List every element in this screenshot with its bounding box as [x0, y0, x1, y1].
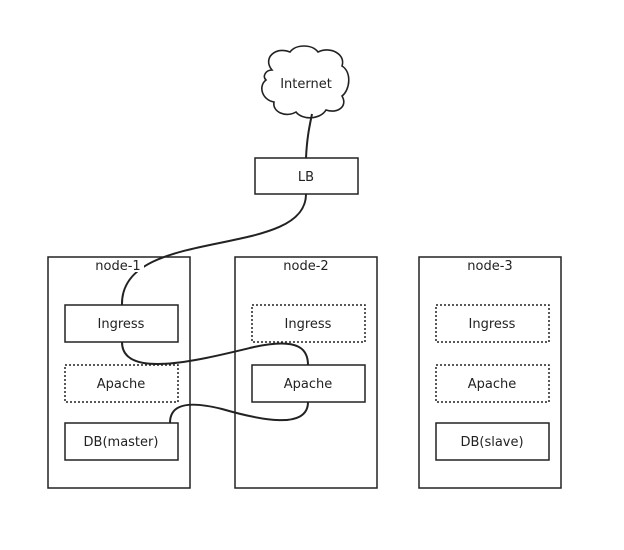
node-2-ingress-label: Ingress — [285, 317, 332, 332]
node-3-ingress-box — [435, 304, 550, 343]
lb-box — [254, 157, 359, 195]
node-2-label: node-2 — [283, 259, 328, 274]
node-3-apache-box — [435, 364, 550, 403]
node-1-ingress-label: Ingress — [98, 317, 145, 332]
internet-cloud: Internet — [261, 45, 350, 119]
node-1-label: node-1 — [95, 259, 140, 274]
wire-apache-to-db — [169, 401, 309, 424]
wire-ingress-to-apache — [121, 341, 309, 366]
node-3-frame — [418, 256, 562, 489]
node-1-apache-label: Apache — [97, 377, 146, 392]
wire-internet-to-lb — [305, 113, 313, 159]
node-3-db-label: DB(slave) — [460, 435, 523, 450]
node-3-container: node-3 Ingress Apache DB(slave) — [418, 256, 562, 489]
node-1-label-bg — [92, 258, 144, 272]
node-1-ingress-box — [64, 304, 179, 343]
node-1-container: node-1 Ingress Apache DB(master) — [47, 256, 191, 489]
node-1-db-label: DB(master) — [84, 435, 159, 450]
node-2-container: node-2 Ingress Apache — [234, 256, 378, 489]
node-3-ingress-label: Ingress — [469, 317, 516, 332]
node-3-db-box — [435, 422, 550, 461]
node-1-apache-box — [64, 364, 179, 403]
node-3-apache-label: Apache — [468, 377, 517, 392]
node-2-frame — [234, 256, 378, 489]
node-3-label: node-3 — [467, 259, 512, 274]
node-1-db-box — [64, 422, 179, 461]
internet-label: Internet — [280, 77, 332, 92]
node-2-apache-box — [251, 364, 366, 403]
wire-lb-to-ingress — [120, 193, 307, 306]
node-1-frame — [47, 256, 191, 489]
cloud-icon — [261, 45, 350, 119]
node-2-apache-label: Apache — [284, 377, 333, 392]
load-balancer: LB — [254, 157, 359, 195]
lb-label: LB — [298, 170, 314, 185]
node-2-ingress-box — [251, 304, 366, 343]
